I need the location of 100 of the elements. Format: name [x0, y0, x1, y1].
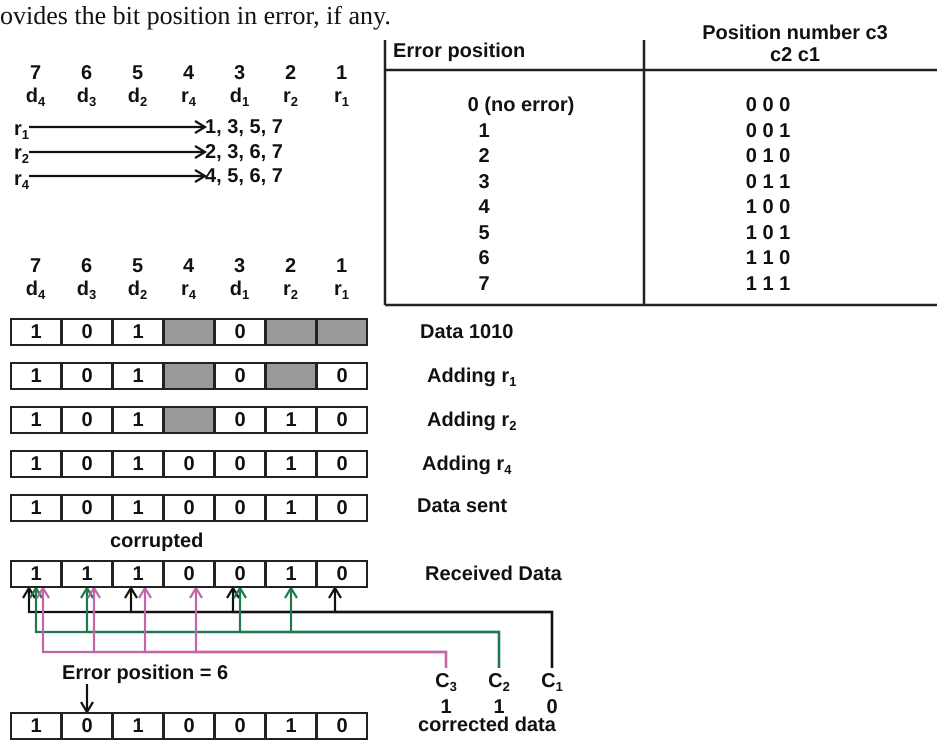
bit-position-number: 2 [284, 255, 296, 277]
table-cell: 1 1 1 [746, 272, 790, 294]
table-cell: 1 0 0 [746, 196, 790, 218]
blank-bit-cell [163, 362, 215, 390]
table-cell: 5 [478, 222, 490, 244]
arrow [29, 120, 206, 134]
row-caption: Adding r$_{4}$ [422, 453, 512, 475]
table-cell: 7 [478, 272, 490, 294]
bit-cell: 1 [265, 712, 317, 740]
row-caption: Received Data [425, 563, 562, 585]
bit-position-number: 5 [132, 255, 144, 277]
bit-cell: 0 [163, 494, 215, 522]
bit-position-number: 3 [234, 62, 246, 84]
bit-cell: 0 [316, 712, 368, 740]
bit-cell: 0 [163, 560, 215, 588]
table-cell: 0 (no error) [468, 94, 574, 116]
bit-position-list: 4, 5, 6, 7 [205, 165, 283, 187]
table-header: Error position [393, 40, 526, 62]
table-header: Position number c3 c2 c1 [701, 22, 889, 66]
bit-name: r$_{2}$ [282, 278, 298, 300]
bit-position-list: 2, 3, 6, 7 [205, 141, 283, 163]
table-cell: 1 0 1 [746, 222, 790, 244]
bit-cell: 0 [61, 450, 113, 478]
blank-bit-cell [265, 318, 317, 346]
redundant-bit-label: r$_{1}$ [14, 118, 30, 140]
bit-cell: 1 [112, 450, 164, 478]
bit-cell: 0 [61, 494, 113, 522]
table-cell: 0 1 1 [746, 170, 790, 192]
bit-cell: 1 [10, 406, 62, 434]
check-bit-label: C$_{1}$ [541, 669, 563, 694]
bit-position-number: 1 [336, 62, 348, 84]
bit-name: d$_{1}$ [230, 278, 250, 300]
bit-position-number: 4 [182, 62, 194, 84]
bit-cell: 1 [265, 406, 317, 434]
bit-cell: 1 [10, 712, 62, 740]
bit-position-list: 1, 3, 5, 7 [205, 116, 283, 138]
table-cell: 2 [478, 145, 490, 167]
row-caption: Data 1010 [420, 321, 514, 343]
bit-name: d$_{4}$ [26, 278, 46, 300]
bit-name: r$_{4}$ [180, 278, 196, 300]
bit-cell: 1 [265, 494, 317, 522]
bit-cell: 0 [214, 494, 266, 522]
bit-position-number: 6 [80, 255, 92, 277]
redundant-bit-label: r$_{2}$ [14, 142, 30, 164]
bit-name: r$_{4}$ [180, 85, 196, 107]
bit-name: d$_{2}$ [128, 278, 148, 300]
bit-cell: 0 [214, 712, 266, 740]
row-caption: Data sent [417, 495, 508, 517]
bit-name: r$_{1}$ [334, 85, 350, 107]
bit-cell: 1 [10, 318, 62, 346]
bit-cell: 0 [214, 318, 266, 346]
annotation-text: corrupted [110, 530, 204, 552]
blank-bit-cell [316, 318, 368, 346]
bit-cell: 1 [10, 494, 62, 522]
bit-cell: 0 [163, 450, 215, 478]
bit-position-number: 7 [30, 255, 42, 277]
bit-position-number: 6 [80, 62, 92, 84]
arrow [80, 684, 94, 714]
bit-cell: 0 [214, 560, 266, 588]
table-cell: 0 0 0 [746, 94, 790, 116]
bit-cell: 0 [316, 494, 368, 522]
bit-cell: 0 [316, 406, 368, 434]
blank-bit-cell [265, 362, 317, 390]
bit-cell: 0 [61, 362, 113, 390]
table-cell: 1 [478, 120, 490, 142]
bit-cell: 1 [265, 450, 317, 478]
check-bit-label: C$_{2}$ [488, 669, 510, 694]
bit-cell: 0 [316, 560, 368, 588]
body-text: ovides the bit position in error, if any. [0, 2, 391, 30]
table-cell: 4 [478, 196, 490, 218]
bit-cell: 0 [316, 362, 368, 390]
bit-name: r$_{2}$ [282, 85, 298, 107]
bit-name: d$_{1}$ [230, 85, 250, 107]
bit-cell: 1 [112, 712, 164, 740]
bit-position-number: 1 [336, 255, 348, 277]
row-caption: Adding r$_{1}$ [427, 365, 516, 387]
bit-cell: 0 [163, 712, 215, 740]
bit-position-number: 7 [30, 62, 42, 84]
bit-position-number: 4 [182, 255, 194, 277]
bit-cell: 0 [214, 406, 266, 434]
arrow [29, 144, 206, 160]
bit-cell: 1 [265, 560, 317, 588]
bit-cell: 1 [112, 362, 164, 390]
bit-cell: 0 [316, 450, 368, 478]
bit-cell: 1 [112, 406, 164, 434]
bit-cell: 0 [61, 712, 113, 740]
blank-bit-cell [163, 318, 215, 346]
bit-name: d$_{3}$ [76, 278, 96, 300]
error-position-text: Error position = 6 [62, 662, 228, 684]
bit-position-number: 5 [132, 62, 144, 84]
blank-bit-cell [163, 406, 215, 434]
bit-position-number: 2 [284, 62, 296, 84]
bit-name: d$_{4}$ [26, 85, 46, 107]
check-bit-label: C$_{3}$ [435, 669, 457, 694]
bit-cell: 0 [61, 406, 113, 434]
arrow [29, 168, 206, 184]
table-cell: 6 [478, 247, 490, 269]
table-cell: 0 1 0 [746, 145, 790, 167]
bit-cell: 1 [112, 560, 164, 588]
bit-cell: 0 [61, 318, 113, 346]
